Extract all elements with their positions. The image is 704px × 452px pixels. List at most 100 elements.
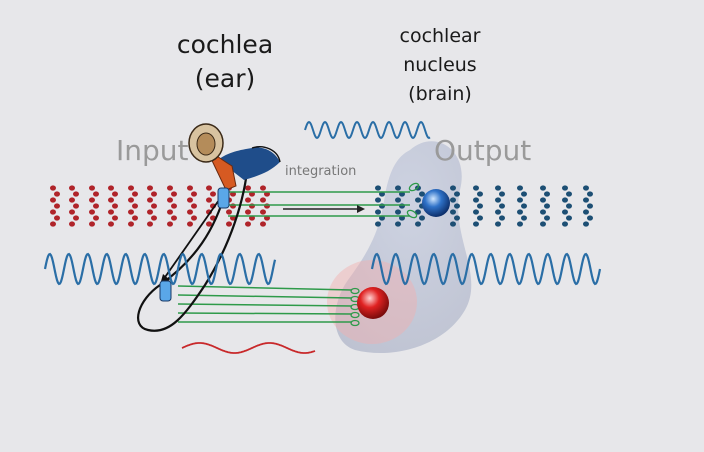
spike-dot: [540, 209, 546, 215]
spike-dot: [395, 221, 401, 227]
spike-dot: [544, 203, 550, 209]
spike-dot: [245, 185, 251, 191]
top-sound-wave: [304, 120, 431, 140]
spike-train: [473, 185, 483, 227]
lower-nerve-fibers: [177, 285, 353, 323]
spike-dot: [454, 215, 460, 221]
spike-dot: [544, 215, 550, 221]
spike-dot: [108, 221, 114, 227]
spike-dot: [191, 215, 197, 221]
spike-dot: [477, 203, 483, 209]
spike-dot: [151, 215, 157, 221]
spike-dot: [108, 197, 114, 203]
spike-dot: [54, 203, 60, 209]
spike-dot: [93, 191, 99, 197]
spike-dot: [73, 191, 79, 197]
spike-dot: [540, 197, 546, 203]
spike-dot: [375, 185, 381, 191]
output-sound-wave: [370, 252, 602, 286]
spike-train: [583, 185, 593, 227]
spike-train: [187, 185, 197, 227]
spike-dot: [128, 197, 134, 203]
spike-dot: [147, 209, 153, 215]
spike-dot: [132, 215, 138, 221]
spike-dot: [54, 215, 60, 221]
spike-dot: [566, 191, 572, 197]
spike-dot: [473, 221, 479, 227]
spike-dot: [395, 185, 401, 191]
spike-dot: [562, 209, 568, 215]
cochlea-title-line1: cochlea: [176, 30, 274, 59]
spike-dot: [151, 191, 157, 197]
spike-dot: [454, 203, 460, 209]
spike-dot: [473, 197, 479, 203]
spike-dot: [54, 191, 60, 197]
spike-dot: [206, 197, 212, 203]
spike-dot: [264, 203, 270, 209]
cochlea-duct-line: [162, 189, 227, 281]
spike-dot: [245, 221, 251, 227]
spike-dot: [419, 215, 425, 221]
spike-train: [128, 185, 138, 227]
spike-dot: [89, 197, 95, 203]
spike-dot: [112, 191, 118, 197]
spike-dot: [562, 221, 568, 227]
spike-dot: [260, 221, 266, 227]
spike-dot: [450, 185, 456, 191]
spike-dot: [128, 185, 134, 191]
spike-dot: [399, 203, 405, 209]
cochlea-icon: [137, 161, 250, 332]
spike-dot: [167, 209, 173, 215]
spike-dot: [260, 197, 266, 203]
spike-dot: [499, 203, 505, 209]
spike-dot: [495, 197, 501, 203]
spike-dot: [50, 221, 56, 227]
spike-dot: [450, 197, 456, 203]
spike-dot: [499, 191, 505, 197]
spike-dot: [187, 185, 193, 191]
spike-dot: [69, 197, 75, 203]
spike-dot: [260, 185, 266, 191]
spike-dot: [187, 197, 193, 203]
spike-dot: [517, 197, 523, 203]
nucleus-title-line1: cochlear: [399, 25, 481, 47]
spike-dot: [540, 185, 546, 191]
spike-train: [562, 185, 572, 227]
spike-train: [69, 185, 79, 227]
spike-dot: [89, 209, 95, 215]
spike-dot: [375, 197, 381, 203]
spike-dot: [50, 197, 56, 203]
spike-train: [395, 185, 405, 227]
spike-dot: [249, 203, 255, 209]
spike-dot: [583, 221, 589, 227]
spike-dot: [521, 191, 527, 197]
spike-dot: [69, 221, 75, 227]
input-spike-trains: [50, 185, 270, 227]
cochlea-title-line2: (ear): [194, 64, 256, 93]
integration-arrow: [283, 205, 365, 213]
spike-dot: [395, 197, 401, 203]
red-neuron-icon: [357, 287, 389, 319]
spike-train: [245, 185, 255, 227]
input-sound-wave: [43, 252, 277, 286]
spike-dot: [499, 215, 505, 221]
spike-dot: [521, 203, 527, 209]
spike-dot: [226, 221, 232, 227]
spike-dot: [210, 191, 216, 197]
synaptic-terminals: [350, 182, 420, 327]
spike-dot: [132, 203, 138, 209]
spike-dot: [587, 203, 593, 209]
spike-dot: [477, 191, 483, 197]
spike-dot: [226, 209, 232, 215]
spike-dot: [517, 209, 523, 215]
spike-dot: [450, 221, 456, 227]
cochlea-title: cochlea (ear): [150, 28, 300, 96]
spike-dot: [151, 203, 157, 209]
spike-dot: [419, 191, 425, 197]
spike-dot: [108, 185, 114, 191]
spike-dot: [587, 215, 593, 221]
spike-dot: [93, 203, 99, 209]
spike-dot: [473, 185, 479, 191]
